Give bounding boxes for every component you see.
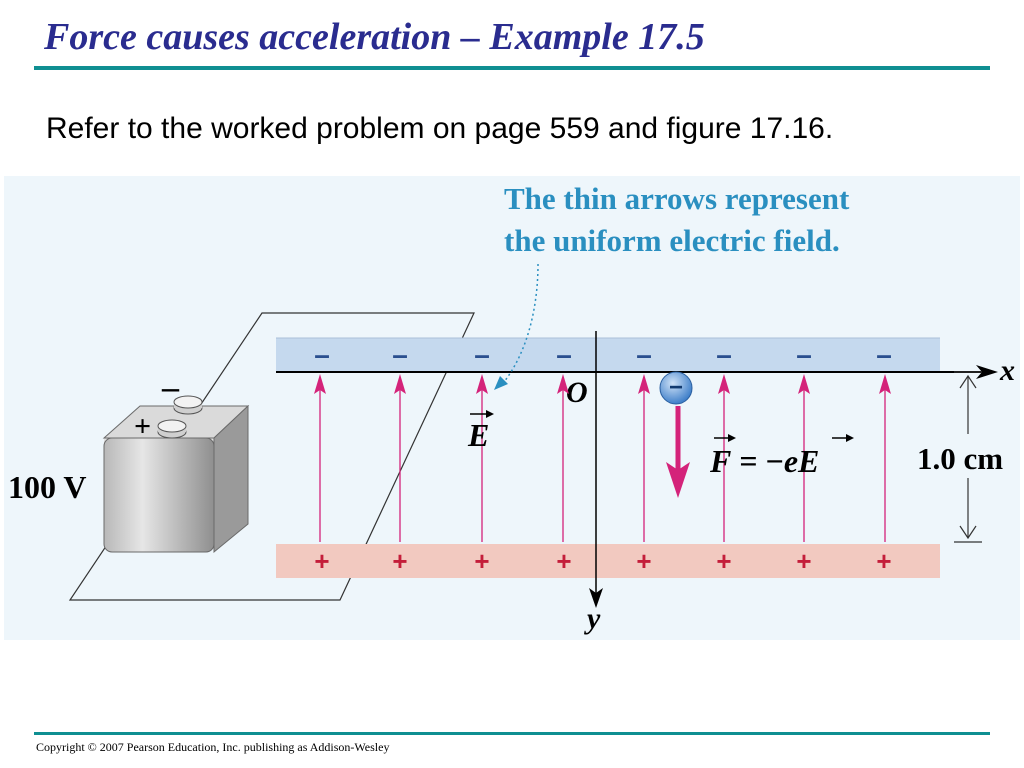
force-arrowhead <box>666 462 690 498</box>
figure-note-line1: The thin arrows represent <box>504 181 850 216</box>
electron-sign: − <box>669 374 683 401</box>
top-plate-charges: – – – – – – – – <box>314 339 892 370</box>
force-equation: F = −eE <box>709 434 854 479</box>
footer-divider <box>34 732 990 735</box>
svg-text:F = −eE: F = −eE <box>709 443 819 479</box>
y-axis-arrowhead <box>589 588 603 608</box>
charge-minus: – <box>636 339 652 370</box>
slide-title: Force causes acceleration – Example 17.5 <box>44 16 705 58</box>
battery-plus-label: + <box>134 410 151 443</box>
bottom-plate <box>276 544 940 578</box>
callout-arrowhead <box>494 376 508 390</box>
x-axis-arrowhead <box>976 365 998 379</box>
field-arrow <box>798 374 810 542</box>
separation-label: 1.0 cm <box>917 441 1003 476</box>
callout-line <box>503 263 539 383</box>
battery-minus-label: – <box>161 369 180 406</box>
charge-minus: – <box>876 339 892 370</box>
figure-panel: – – – – – – – – + + + + + + + + x y O <box>4 176 1020 640</box>
field-arrow <box>879 374 891 542</box>
x-axis-label: x <box>999 354 1015 387</box>
separation-dimension <box>954 371 982 543</box>
bottom-plate-charges: + + + + + + + + <box>314 546 891 576</box>
charge-plus: + <box>716 546 731 576</box>
charge-plus: + <box>556 546 571 576</box>
electron <box>659 371 693 405</box>
battery <box>102 395 250 554</box>
title-divider <box>34 66 990 70</box>
field-label: E <box>467 410 494 453</box>
charge-minus: – <box>556 339 572 370</box>
charge-minus: – <box>474 339 490 370</box>
charge-plus: + <box>474 546 489 576</box>
svg-text:E: E <box>467 417 489 453</box>
field-arrow <box>314 374 326 542</box>
charge-plus: + <box>636 546 651 576</box>
slide-subtitle: Refer to the worked problem on page 559 … <box>46 112 834 145</box>
charge-plus: + <box>314 546 329 576</box>
field-arrow <box>557 374 569 542</box>
top-plate <box>276 338 940 372</box>
charge-plus: + <box>876 546 891 576</box>
field-arrow <box>718 374 730 542</box>
field-arrow <box>476 374 488 542</box>
copyright-notice: Copyright © 2007 Pearson Education, Inc.… <box>36 740 390 754</box>
field-arrow <box>394 374 406 542</box>
capacitor-diagram: – – – – – – – – + + + + + + + + x y O <box>8 181 1015 635</box>
y-axis-label: y <box>584 602 601 635</box>
charge-plus: + <box>392 546 407 576</box>
origin-label: O <box>566 376 588 409</box>
charge-minus: – <box>314 339 330 370</box>
field-arrow <box>638 374 650 542</box>
charge-plus: + <box>796 546 811 576</box>
voltage-label: 100 V <box>8 469 87 505</box>
charge-minus: – <box>716 339 732 370</box>
charge-minus: – <box>796 339 812 370</box>
figure-note-line2: the uniform electric field. <box>504 223 840 258</box>
charge-minus: – <box>392 339 408 370</box>
field-arrows <box>314 374 891 542</box>
